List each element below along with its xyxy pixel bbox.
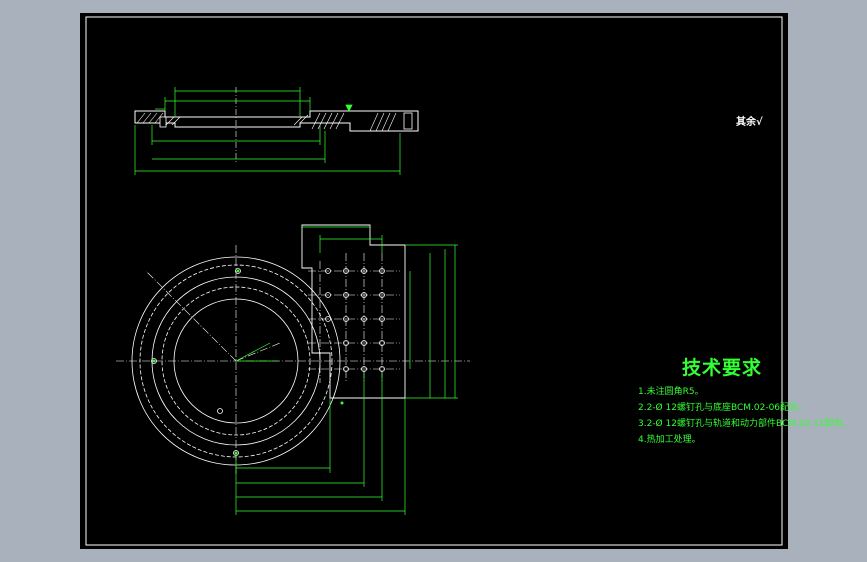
- plan-center-lines: [116, 245, 470, 475]
- drawing-frame: [85, 16, 783, 546]
- requirement-item: 2.2-Ø 12螺钉孔与底座BCM.02-06配合。: [638, 403, 808, 413]
- technical-requirements: 技术要求 1.未注圆角R5。 2.2-Ø 12螺钉孔与底座BCM.02-06配合…: [638, 353, 858, 448]
- technical-requirements-title: 技术要求: [682, 357, 763, 379]
- section-outline: [134, 110, 419, 132]
- mounting-block: [301, 224, 406, 399]
- section-hatch: [136, 112, 397, 132]
- section-dimensions: [134, 87, 401, 175]
- requirement-item: 3.2-Ø 12螺钉孔与轨道和动力部件BCM.02.11配合。: [638, 419, 852, 429]
- requirement-item: 4.热加工处理。: [638, 435, 701, 445]
- requirement-item: 1.未注圆角R5。: [638, 387, 704, 397]
- section-hole-right: [403, 112, 413, 130]
- plan-markers: [152, 269, 344, 455]
- part-drawing: [85, 16, 783, 546]
- block-holes: [151, 268, 385, 456]
- plan-dimensions: [235, 226, 458, 515]
- section-hole-left: [159, 116, 167, 128]
- section-view: [134, 87, 419, 175]
- plan-view: [116, 224, 470, 515]
- roughness-note: 其余√: [736, 117, 763, 128]
- drawing-sheet: 其余√ 技术要求 1.未注圆角R5。 2.2-Ø 12螺钉孔与底座BCM.02-…: [80, 13, 852, 549]
- surface-finish-symbol: [345, 104, 353, 112]
